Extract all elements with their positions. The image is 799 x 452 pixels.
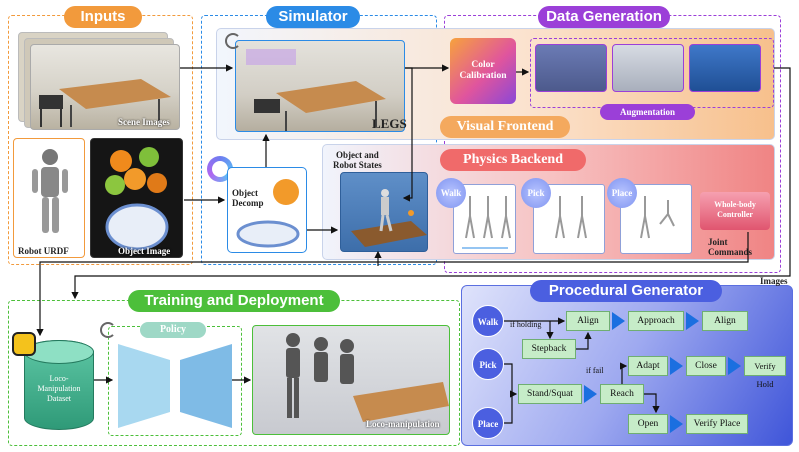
policy-pill: Policy [140,322,206,338]
object-decomp-panel [227,167,307,253]
pg-arrow-4 [728,357,741,375]
images-label: Images [760,276,788,286]
orange-and-plate-illustration [236,179,300,248]
object-decomp-label: Object Decomp [232,188,264,208]
if-holding-label: if holding [510,320,542,329]
whole-body-controller-label: Whole-body Controller [714,200,756,219]
whole-body-controller [700,192,770,230]
loco-manipulation-photo [252,325,450,435]
pg-approach: Approach [628,311,684,331]
place-skill-bubble: Place [607,178,637,208]
physics-backend-pill: Physics Backend [440,149,586,171]
inputs-title: Inputs [64,6,142,28]
policy-refresh-icon [100,322,116,338]
pg-arrow-2 [686,312,699,330]
pg-align-2: Align [702,311,748,331]
augmentation-image-1 [535,44,607,92]
pg-walk-node: Walk [472,305,504,337]
procedural-title: Procedural Generator [530,280,722,302]
object-decomp-icon-center [212,161,228,177]
fruit-and-plate-illustration [105,147,169,251]
color-calibration-label: Color Calibration [459,60,507,81]
loco-manipulation-caption: Loco-manipulation [366,419,440,429]
object-image-panel [90,138,183,258]
physics-render [340,172,428,252]
pg-reach: Reach [600,384,644,404]
joint-commands-label: Joint Commands [708,237,753,257]
refresh-icon [225,33,241,49]
pg-arrow-3 [670,357,683,375]
scene-images-caption: Scene Images [118,117,170,127]
scene-image [30,44,180,130]
pg-close: Close [686,356,726,376]
pg-open: Open [628,414,668,434]
pg-adapt: Adapt [628,356,668,376]
pg-verify-place: Verify Place [686,414,748,434]
pg-stepback: Stepback [522,339,576,359]
augmentation-image-3 [689,44,761,92]
legs-scene-illustration [246,49,386,131]
pg-arrow-1 [612,312,625,330]
pg-arrow-5 [584,385,597,403]
dataset-label: Loco- Manipulation Dataset [37,374,81,403]
pg-align-1: Align [566,311,610,331]
pg-pick-node: Pick [472,348,504,380]
data-generation-title: Data Generation [538,6,670,28]
pg-arrow-6 [670,415,683,433]
legs-label: LEGS [372,116,407,131]
pg-verify-hold: Verify Hold [744,356,786,389]
robot-urdf-panel [13,138,85,258]
object-robot-states-label: Object and Robot States [333,150,382,170]
table-illustration [39,79,171,127]
augmentation-pill: Augmentation [600,104,695,120]
augmentation-image-2 [612,44,684,92]
legs-render [235,40,405,132]
robot-urdf-caption: Robot URDF [18,246,69,256]
pick-skill-bubble: Pick [521,178,551,208]
visual-frontend-pill: Visual Frontend [440,116,570,138]
if-fail-label: if fail [586,366,604,375]
robots-illustration [286,333,449,422]
walk-skill-bubble: Walk [436,178,466,208]
simulator-title: Simulator [266,6,360,28]
physics-scene-illustration [351,189,427,247]
object-image-caption: Object Image [118,246,171,256]
training-title: Training and Deployment [128,290,340,312]
dataset-robot-icon [12,332,36,356]
robot-icon [32,149,68,233]
pg-stand-squat: Stand/Squat [518,384,582,404]
pg-place-node: Place [472,407,504,439]
color-calibration-box [450,38,516,104]
